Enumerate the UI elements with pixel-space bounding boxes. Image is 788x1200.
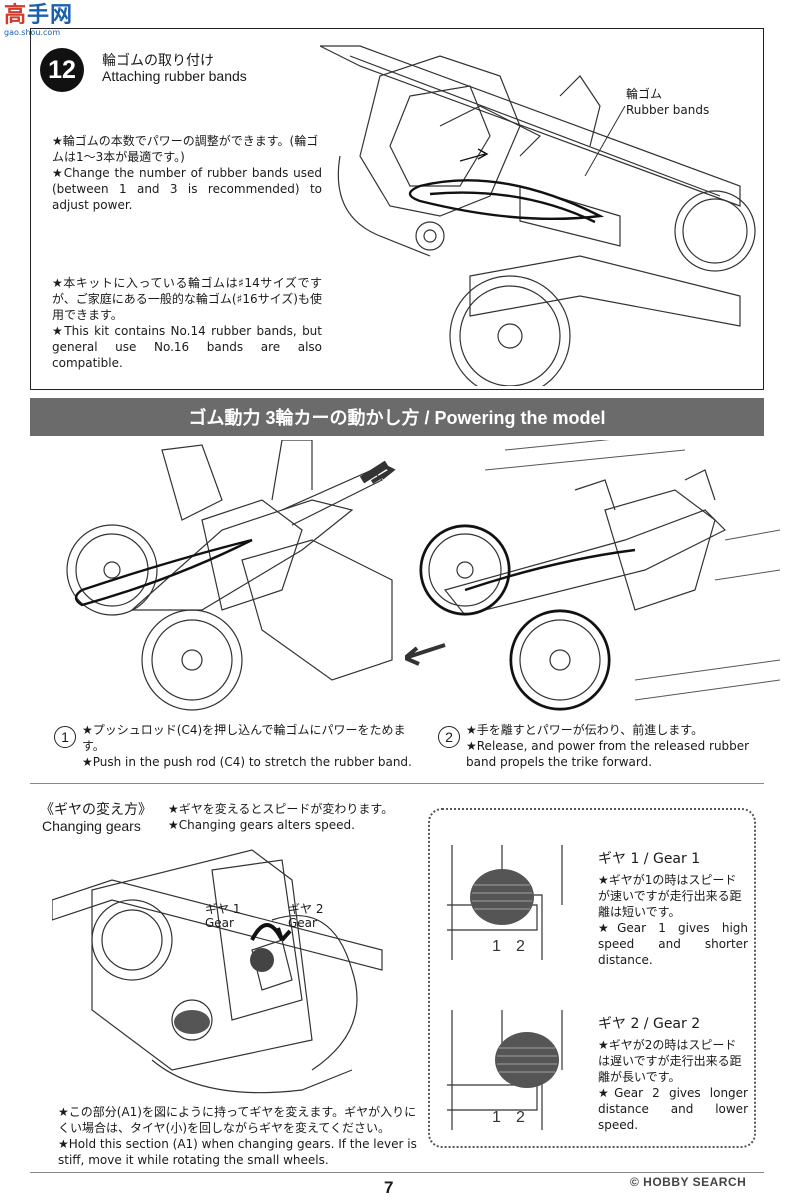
section-divider: [30, 783, 764, 784]
gears-heading-jp: 《ギヤの変え方》: [40, 802, 152, 818]
step-title-jp: 輪ゴムの取り付け: [102, 53, 214, 69]
site-watermark: 高手网 gao.shou.com: [4, 3, 74, 38]
gear-1-illustration: 1 2: [447, 845, 563, 960]
release-illustration: [405, 440, 780, 711]
step-number-badge: 12: [40, 48, 84, 92]
gear-hold-instruction: ★この部分(A1)を図にように持ってギヤを変えます。ギヤが入りにくい場合は、タイ…: [58, 1105, 417, 1167]
gear-1-digit: 1: [492, 1109, 501, 1126]
gear-2-digit: 2: [516, 938, 525, 955]
push-rod-instruction: ★プッシュロッド(C4)を押し込んで輪ゴムにパワーをためます。 ★Push in…: [82, 723, 412, 769]
step-1-number: 1: [54, 726, 76, 748]
gears-heading-en: Changing gears: [42, 818, 141, 834]
release-instruction: ★手を離すとパワーが伝わり、前進します。 ★Release, and power…: [466, 723, 750, 769]
gear-2-title: ギヤ 2 / Gear 2: [598, 1016, 701, 1032]
page-number: 7: [384, 1178, 394, 1197]
gear-2-digit: 2: [516, 1109, 525, 1126]
rubber-band-count-note: ★輪ゴムの本数でパワーの調整ができます。(輪ゴムは1〜3本が最適です。) ★Ch…: [52, 134, 322, 212]
step-2-number: 2: [438, 726, 460, 748]
bottom-rule: [30, 1172, 764, 1173]
gear-1-label: ギヤ 1 Gear: [205, 902, 241, 930]
gear-1-title: ギヤ 1 / Gear 1: [598, 851, 701, 867]
rubber-bands-callout: 輪ゴム Rubber bands: [626, 87, 710, 117]
gear-1-digit: 1: [492, 938, 501, 955]
rubber-band-illustration: [320, 45, 756, 386]
gears-speed-note: ★ギヤを変えるとスピードが変わります。 ★Changing gears alte…: [168, 802, 394, 832]
gear-1-description: ★ギヤが1の時はスピードが速いですが走行出来る距離は短いです。 ★Gear 1 …: [598, 873, 748, 967]
step-title-en: Attaching rubber bands: [102, 68, 247, 84]
gear-comparison-box: [428, 808, 756, 1148]
step-frame: [30, 28, 764, 390]
powering-banner: ゴム動力 3輪カーの動かし方 / Powering the model: [30, 398, 764, 436]
push-rod-illustration: [66, 440, 396, 711]
gear-2-illustration: 1 2: [447, 1010, 563, 1130]
gear-2-label: ギヤ 2 Gear: [288, 902, 324, 930]
gear-2-description: ★ギヤが2の時はスピードは遅いですが走行出来る距離が長いです。 ★Gear 2 …: [598, 1038, 748, 1132]
gear-change-illustration: [52, 849, 383, 1094]
hobby-search-watermark: © HOBBY SEARCH: [630, 1175, 747, 1189]
rubber-band-size-note: ★本キットに入っている輪ゴムは♯14サイズですが、ご家庭にある一般的な輪ゴム(♯…: [52, 276, 322, 370]
